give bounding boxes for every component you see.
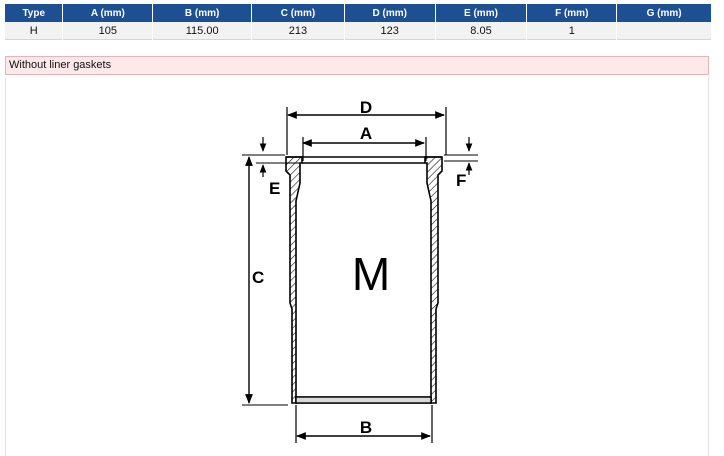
header-g: G (mm) [617, 4, 711, 22]
cell-b: 115.00 [153, 22, 252, 40]
label-e: E [269, 179, 280, 198]
cell-c: 213 [252, 22, 344, 40]
cell-e: 8.05 [435, 22, 527, 40]
cell-f: 1 [527, 22, 617, 40]
note-bar: Without liner gaskets [5, 56, 709, 75]
liner-right-wall [424, 156, 443, 404]
label-m: M [352, 248, 390, 300]
header-type: Type [5, 4, 63, 22]
label-f: F [456, 171, 466, 190]
cell-type: H [5, 22, 63, 40]
spec-table: Type A (mm) B (mm) C (mm) D (mm) E (mm) … [4, 4, 712, 40]
header-e: E (mm) [435, 4, 527, 22]
liner-drawing: D A E F C B M [242, 98, 478, 443]
header-c: C (mm) [252, 4, 344, 22]
label-d: D [360, 98, 372, 117]
header-d: D (mm) [344, 4, 435, 22]
drawing-panel: D A E F C B M [5, 77, 709, 456]
cell-g [617, 22, 711, 40]
label-c: C [252, 268, 264, 287]
label-b: B [360, 418, 372, 437]
liner-left-wall [285, 156, 303, 404]
cell-d: 123 [344, 22, 435, 40]
header-a: A (mm) [63, 4, 153, 22]
header-b: B (mm) [153, 4, 252, 22]
header-f: F (mm) [527, 4, 617, 22]
table-row: H 105 115.00 213 123 8.05 1 [5, 22, 711, 40]
liner-bottom-band [295, 396, 432, 404]
header-row: Type A (mm) B (mm) C (mm) D (mm) E (mm) … [5, 4, 711, 22]
cell-a: 105 [63, 22, 153, 40]
label-a: A [360, 124, 372, 143]
